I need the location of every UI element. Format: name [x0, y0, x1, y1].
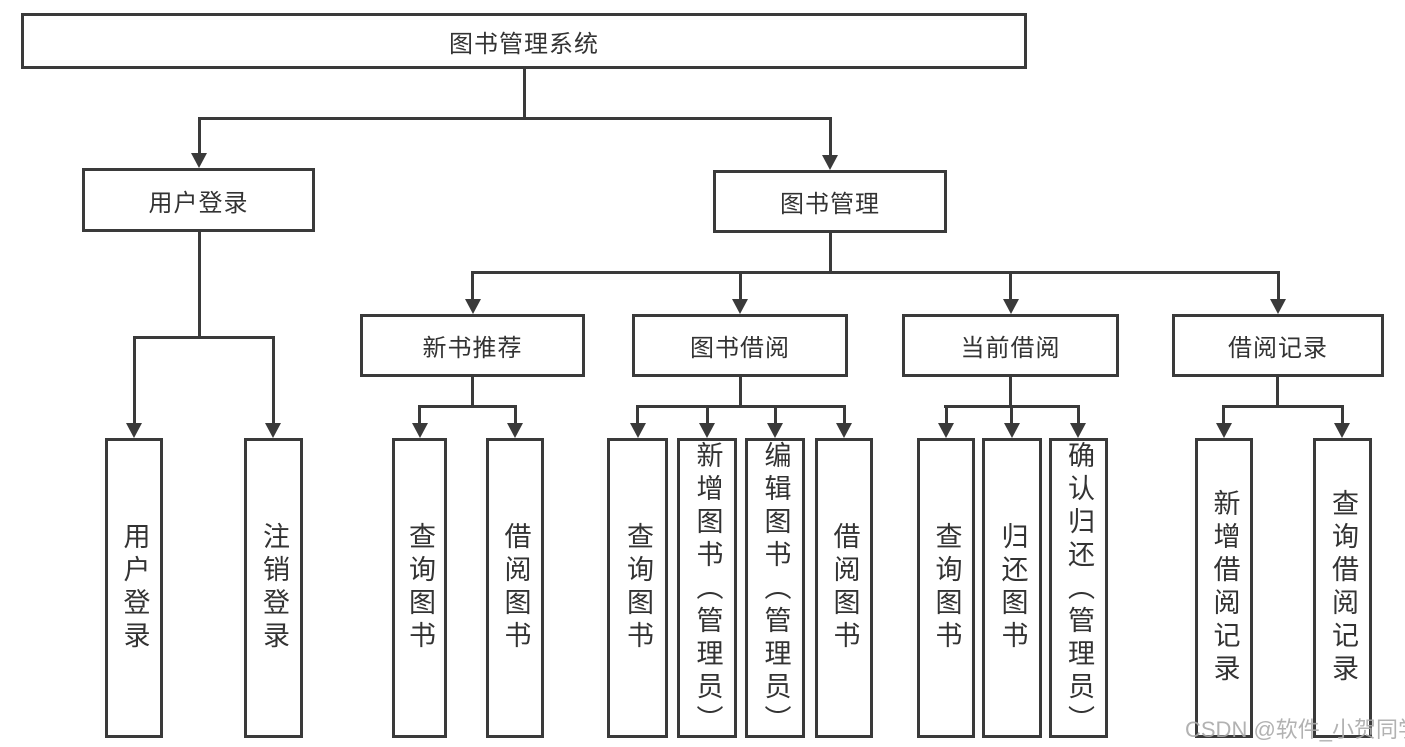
book-borrow-stem-line — [739, 375, 742, 407]
node-label: 新书推荐 — [422, 335, 523, 362]
drop-line — [706, 405, 709, 424]
drop-line — [774, 405, 777, 424]
drop-line — [945, 405, 948, 424]
book-management-bus-line — [471, 271, 1279, 274]
drop-line-leaf-user-login — [133, 336, 136, 424]
node-label: 借阅记录 — [1228, 335, 1328, 362]
leaf-user-login: 用户登录 — [105, 438, 163, 738]
borrow-records-bus-line — [1222, 405, 1344, 408]
leaf-query-books-borrow: 查询图书 — [607, 438, 668, 738]
arrow-down-icon — [191, 153, 207, 168]
current-borrow-stem-line — [1009, 375, 1012, 407]
drop-line-book-borrow — [739, 271, 742, 301]
arrow-down-icon — [699, 423, 715, 438]
arrow-down-icon — [265, 423, 281, 438]
node-label: 图书管理系统 — [449, 30, 599, 58]
leaf-query-books-current: 查询图书 — [917, 438, 975, 738]
leaf-label: 归还图书 — [997, 522, 1028, 654]
node-book-management: 图书管理 — [713, 170, 947, 233]
leaf-label: 借阅图书 — [829, 522, 860, 654]
drop-line — [843, 405, 846, 424]
node-user-login: 用户登录 — [82, 168, 315, 232]
drop-line — [1222, 405, 1225, 424]
arrow-down-icon — [836, 423, 852, 438]
arrow-down-icon — [1270, 299, 1286, 314]
arrow-down-icon — [412, 423, 428, 438]
node-label: 图书借阅 — [690, 335, 790, 362]
arrow-down-icon — [1003, 299, 1019, 314]
drop-line — [418, 405, 421, 424]
node-new-book-recommend: 新书推荐 — [360, 314, 585, 377]
node-label: 当前借阅 — [960, 335, 1061, 362]
leaf-label: 确认归还（管理员） — [1064, 441, 1094, 738]
leaf-label: 查询借阅记录 — [1328, 489, 1358, 687]
leaf-label: 用户登录 — [119, 522, 150, 654]
arrow-down-icon — [1070, 423, 1086, 438]
new-book-recommend-stem-line — [471, 375, 474, 407]
drop-line — [514, 405, 517, 424]
leaf-borrow-books-recommend: 借阅图书 — [486, 438, 544, 738]
arrow-down-icon — [1004, 423, 1020, 438]
user-login-bus-line — [133, 336, 275, 339]
leaf-add-borrow-record: 新增借阅记录 — [1195, 438, 1253, 738]
root-bus-line — [198, 117, 832, 120]
arrow-down-icon — [507, 423, 523, 438]
csdn-watermark: CSDN @软件_小贺同学 — [1185, 717, 1405, 742]
user-login-stem-line — [198, 230, 201, 338]
drop-line — [1010, 405, 1013, 424]
leaf-label: 查询图书 — [623, 522, 653, 654]
arrow-down-icon — [767, 423, 783, 438]
drop-line — [1077, 405, 1080, 424]
arrow-down-icon — [1216, 423, 1232, 438]
node-current-borrow: 当前借阅 — [902, 314, 1119, 377]
drop-line-new-book-recommend — [471, 271, 474, 301]
leaf-logout: 注销登录 — [244, 438, 303, 738]
leaf-label: 注销登录 — [259, 522, 289, 654]
arrow-down-icon — [465, 299, 481, 314]
arrow-down-icon — [822, 155, 838, 170]
leaf-label: 查询图书 — [931, 522, 962, 654]
node-borrow-records: 借阅记录 — [1172, 314, 1384, 377]
arrow-down-icon — [126, 423, 142, 438]
book-management-stem-line — [829, 231, 832, 274]
arrow-down-icon — [938, 423, 954, 438]
root-stem-line — [523, 66, 526, 120]
drop-line — [636, 405, 639, 424]
leaf-label: 新增借阅记录 — [1209, 489, 1240, 687]
node-label: 图书管理 — [780, 191, 880, 218]
leaf-label: 编辑图书（管理员） — [760, 441, 791, 738]
drop-line-current-borrow — [1009, 271, 1012, 301]
arrow-down-icon — [630, 423, 646, 438]
leaf-borrow-books: 借阅图书 — [815, 438, 873, 738]
arrow-down-icon — [732, 299, 748, 314]
drop-line-leaf-logout — [272, 336, 275, 424]
node-label: 用户登录 — [148, 189, 249, 217]
leaf-label: 查询图书 — [405, 522, 435, 654]
node-book-borrow: 图书借阅 — [632, 314, 848, 377]
new-book-recommend-bus-line — [418, 405, 517, 408]
leaf-query-borrow-record: 查询借阅记录 — [1313, 438, 1372, 738]
leaf-label: 借阅图书 — [500, 522, 531, 654]
leaf-return-book: 归还图书 — [982, 438, 1042, 738]
drop-line-book-management — [829, 117, 832, 157]
leaf-confirm-return-admin: 确认归还（管理员） — [1049, 438, 1108, 738]
leaf-label: 新增图书（管理员） — [692, 441, 723, 738]
drop-line — [1341, 405, 1344, 424]
leaf-edit-book-admin: 编辑图书（管理员） — [745, 438, 805, 738]
book-borrow-bus-line — [636, 405, 846, 408]
drop-line-borrow-records — [1277, 271, 1280, 301]
leaf-query-books-recommend: 查询图书 — [392, 438, 447, 738]
drop-line-user-login — [198, 117, 201, 155]
arrow-down-icon — [1334, 423, 1350, 438]
borrow-records-stem-line — [1276, 375, 1279, 407]
node-library-management-system: 图书管理系统 — [21, 13, 1027, 69]
leaf-add-book-admin: 新增图书（管理员） — [677, 438, 737, 738]
